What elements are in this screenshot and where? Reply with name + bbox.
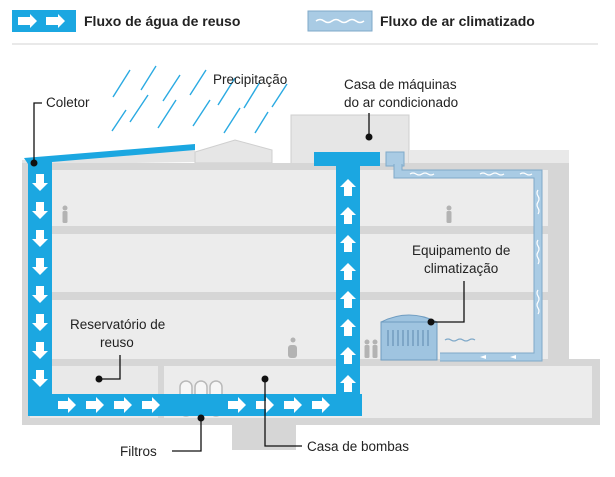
- air-flow-duct: [385, 151, 543, 362]
- label-equipamento-line2: climatização: [424, 261, 498, 276]
- label-filtros: Filtros: [120, 444, 157, 459]
- air-flow-legend-label: Fluxo de ar climatizado: [380, 13, 535, 29]
- label-casa-maquinas-line2: do ar condicionado: [344, 95, 458, 110]
- climate-equipment-unit: [380, 314, 438, 361]
- rain-lines: [111, 65, 288, 134]
- water-flow-legend-swatch: [12, 10, 76, 32]
- label-reservatorio-line1: Reservatório de: [70, 317, 165, 332]
- label-precipitacao: Precipitação: [213, 72, 287, 87]
- label-coletor: Coletor: [46, 95, 90, 110]
- label-reservatorio-line2: reuso: [100, 335, 134, 350]
- label-casa-bombas: Casa de bombas: [307, 439, 409, 454]
- water-flow-legend-label: Fluxo de água de reuso: [84, 13, 240, 29]
- callout-dots: [30, 133, 435, 422]
- callouts: [33, 102, 465, 452]
- label-casa-maquinas-line1: Casa de máquinas: [344, 77, 457, 92]
- legend: Fluxo de água de reuso Fluxo de ar clima…: [12, 10, 598, 45]
- air-flow-legend-swatch: [307, 10, 373, 32]
- water-flow-pipe: [24, 144, 380, 416]
- label-equipamento-line1: Equipamento de: [412, 243, 510, 258]
- building: [22, 114, 600, 450]
